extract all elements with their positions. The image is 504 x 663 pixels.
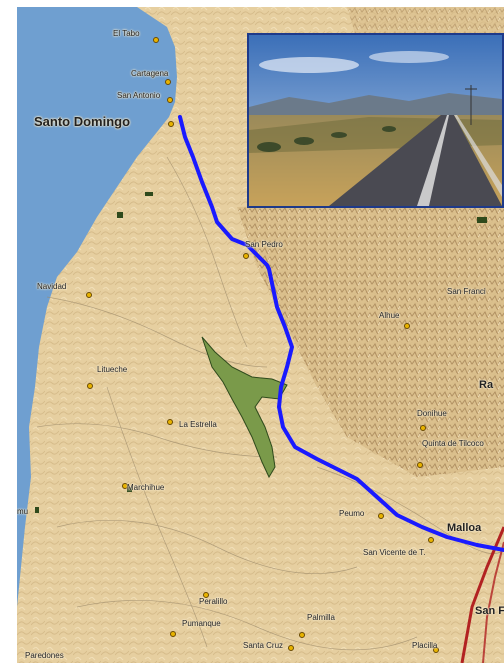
place-label-santa-cruz: Santa Cruz [243,641,284,650]
place-label-santo-domingo: Santo Domingo [34,114,131,129]
place-label-san-pedro: San Pedro [245,240,283,249]
town-marker-placilla [433,647,439,653]
drainage-lines [36,156,504,651]
town-marker-santo-domingo [168,121,174,127]
place-label-san-antonio: San Antonio [117,91,161,100]
town-marker-la-estrella [167,419,173,425]
place-label-placilla: Placilla [412,641,438,650]
place-label-peralillo: Peralillo [199,597,228,606]
town-marker-litueche [87,383,93,389]
place-label-la-estrella: La Estrella [179,420,217,429]
town-marker-santa-cruz [288,645,294,651]
place-label-peumo: Peumo [339,509,365,518]
place-label-alhue: Alhue [379,311,400,320]
town-marker-san-vicente [428,537,434,543]
place-label-litueche: Litueche [97,365,128,374]
place-label-cartagena: Cartagena [131,69,169,78]
highway-road-2 [482,541,504,663]
place-label-san-f: San F [475,605,504,617]
route-line [178,115,504,552]
place-label-pumanque: Pumanque [182,619,221,628]
vegetation-patches [35,192,487,513]
town-marker-quinta-de-tilcoco [417,462,423,468]
place-label-el-tabo: El Tabo [113,29,140,38]
town-marker-donihue [420,425,426,431]
mountain-relief [237,197,504,477]
town-marker-pumanque [170,631,176,637]
town-marker-alhue [404,323,410,329]
place-label-malloa: Malloa [447,522,482,534]
town-marker-marchihue [122,483,128,489]
town-marker-el-tabo [153,37,159,43]
place-label-quinta-de-tilcoco: Quinta de Tilcoco [422,439,484,448]
lake [201,336,288,479]
place-label-palmilla: Palmilla [307,613,336,622]
place-label-paredones: Paredones [25,651,64,660]
place-label-rancagua: Ra [479,379,494,391]
place-label-san-vicente: San Vicente de T. [363,548,426,557]
town-marker-navidad [86,292,92,298]
town-marker-palmilla [299,632,305,638]
town-marker-cartagena [165,79,171,85]
highway-photo-inset [247,33,504,208]
highway-photo-icon [249,35,502,206]
town-marker-peumo [378,513,384,519]
place-label-marchihue: Marchihue [127,483,165,492]
town-marker-san-antonio [167,97,173,103]
town-marker-peralillo [203,592,209,598]
place-label-mu: mu [17,507,29,516]
place-label-san-francisco: San Franci [447,287,486,296]
place-label-navidad: Navidad [37,282,67,291]
town-marker-san-pedro [243,253,249,259]
place-label-donihue: Donihue [417,409,447,418]
